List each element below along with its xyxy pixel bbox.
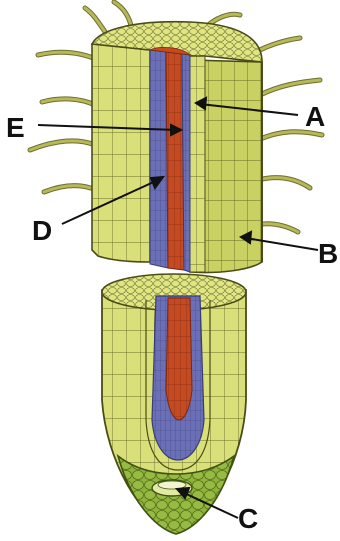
lower-root-section: [102, 274, 246, 534]
label-c: C: [238, 503, 258, 534]
label-b: B: [318, 238, 338, 269]
label-d: D: [32, 215, 52, 246]
upper-root-section: [92, 22, 262, 273]
label-a: A: [305, 101, 325, 132]
label-e: E: [6, 112, 25, 143]
